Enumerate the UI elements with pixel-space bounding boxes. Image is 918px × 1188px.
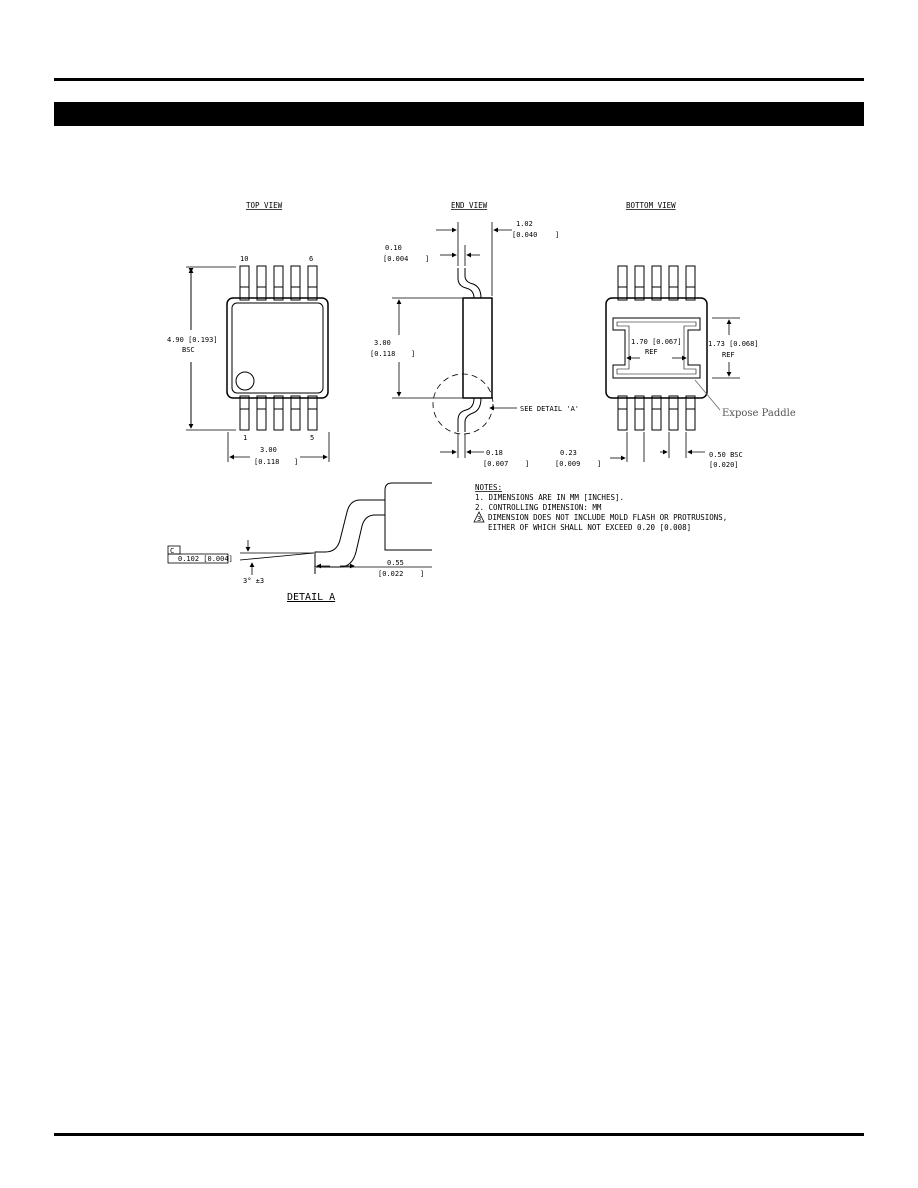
height-bsc: BSC — [182, 346, 195, 354]
dim-1-73-ref: REF — [722, 351, 735, 359]
dim-0-18-inch: [0.007 — [483, 460, 508, 468]
note-3-triangle — [473, 511, 485, 523]
dim-3-00: 3.00 — [374, 339, 391, 347]
bottom-rule — [54, 1133, 864, 1136]
end-view — [392, 222, 517, 458]
title-bar — [54, 102, 864, 126]
dim-0-55-close: ] — [420, 570, 424, 578]
dim-1-02-close: ] — [555, 231, 559, 239]
dim-0-23-inch: [0.009 — [555, 460, 580, 468]
top-view-title: TOP VIEW — [246, 201, 283, 210]
detail-a-title: DETAIL A — [287, 592, 335, 603]
bottom-view — [605, 265, 740, 462]
pin-10-label: 10 — [240, 255, 248, 263]
notes-heading: NOTES: — [475, 483, 502, 492]
note-2: 2. CONTROLLING DIMENSION: MM — [475, 503, 602, 512]
detail-a-circle — [432, 373, 494, 435]
dim-3-00-close: ] — [411, 350, 415, 358]
dim-1-02: 1.02 — [516, 220, 533, 228]
pin-1-label: 1 — [243, 434, 247, 442]
expose-paddle-label: Expose Paddle — [722, 408, 796, 419]
dim-1-70-ref: REF — [645, 348, 658, 356]
gauge-dimension: 0.102 [0.004] — [178, 555, 233, 563]
top-view-body — [226, 297, 329, 399]
dim-0-10-inch: [0.004 — [383, 255, 408, 263]
pitch-dimension: 0.50 BSC — [709, 451, 743, 459]
dim-1-02-inch: [0.040 — [512, 231, 537, 239]
dim-0-18-close: ] — [525, 460, 529, 468]
see-detail-a: SEE DETAIL 'A' — [520, 405, 579, 413]
dim-0-18: 0.18 — [486, 449, 503, 457]
dim-0-55: 0.55 — [387, 559, 404, 567]
pin-5-label: 5 — [310, 434, 314, 442]
height-dimension: 4.90 [0.193] — [167, 336, 218, 344]
exposed-paddle — [612, 317, 701, 379]
dim-1-70: 1.70 [0.067] — [631, 338, 682, 346]
top-rule — [54, 78, 864, 81]
end-view-body — [462, 297, 493, 399]
bottom-view-title: BOTTOM VIEW — [626, 201, 676, 210]
width-dimension-close: ] — [294, 458, 298, 466]
width-dimension: 3.00 — [260, 446, 277, 454]
dim-3-00-inch: [0.118 — [370, 350, 395, 358]
dim-0-10-close: ] — [425, 255, 429, 263]
note-1: 1. DIMENSIONS ARE IN MM [INCHES]. — [475, 493, 624, 502]
note-3-line-2: EITHER OF WHICH SHALL NOT EXCEED 0.20 [0… — [488, 523, 691, 532]
top-view-lower-leads — [239, 395, 318, 431]
detail-a-drawing — [167, 482, 432, 575]
dim-0-55-inch: [0.022 — [378, 570, 403, 578]
datum-c-label: C — [170, 547, 174, 555]
note-3-number: 3 — [477, 515, 481, 523]
dim-0-23: 0.23 — [560, 449, 577, 457]
top-view-upper-leads — [239, 265, 318, 301]
end-view-title: END VIEW — [451, 201, 488, 210]
dim-0-23-close: ] — [597, 460, 601, 468]
width-dimension-inch: [0.118 — [254, 458, 279, 466]
bottom-view-lower-leads — [617, 395, 696, 431]
note-3-line-1: DIMENSION DOES NOT INCLUDE MOLD FLASH OR… — [488, 513, 727, 522]
dim-0-10: 0.10 — [385, 244, 402, 252]
pin-6-label: 6 — [309, 255, 313, 263]
pitch-dimension-inch: [0.020] — [709, 461, 739, 469]
dim-1-73: 1.73 [0.068] — [708, 340, 759, 348]
bottom-view-upper-leads — [617, 265, 696, 301]
bottom-view-body — [605, 297, 708, 399]
angle-dimension: 3° ±3 — [243, 577, 264, 585]
pin1-marker — [235, 371, 255, 391]
top-view — [186, 265, 330, 462]
